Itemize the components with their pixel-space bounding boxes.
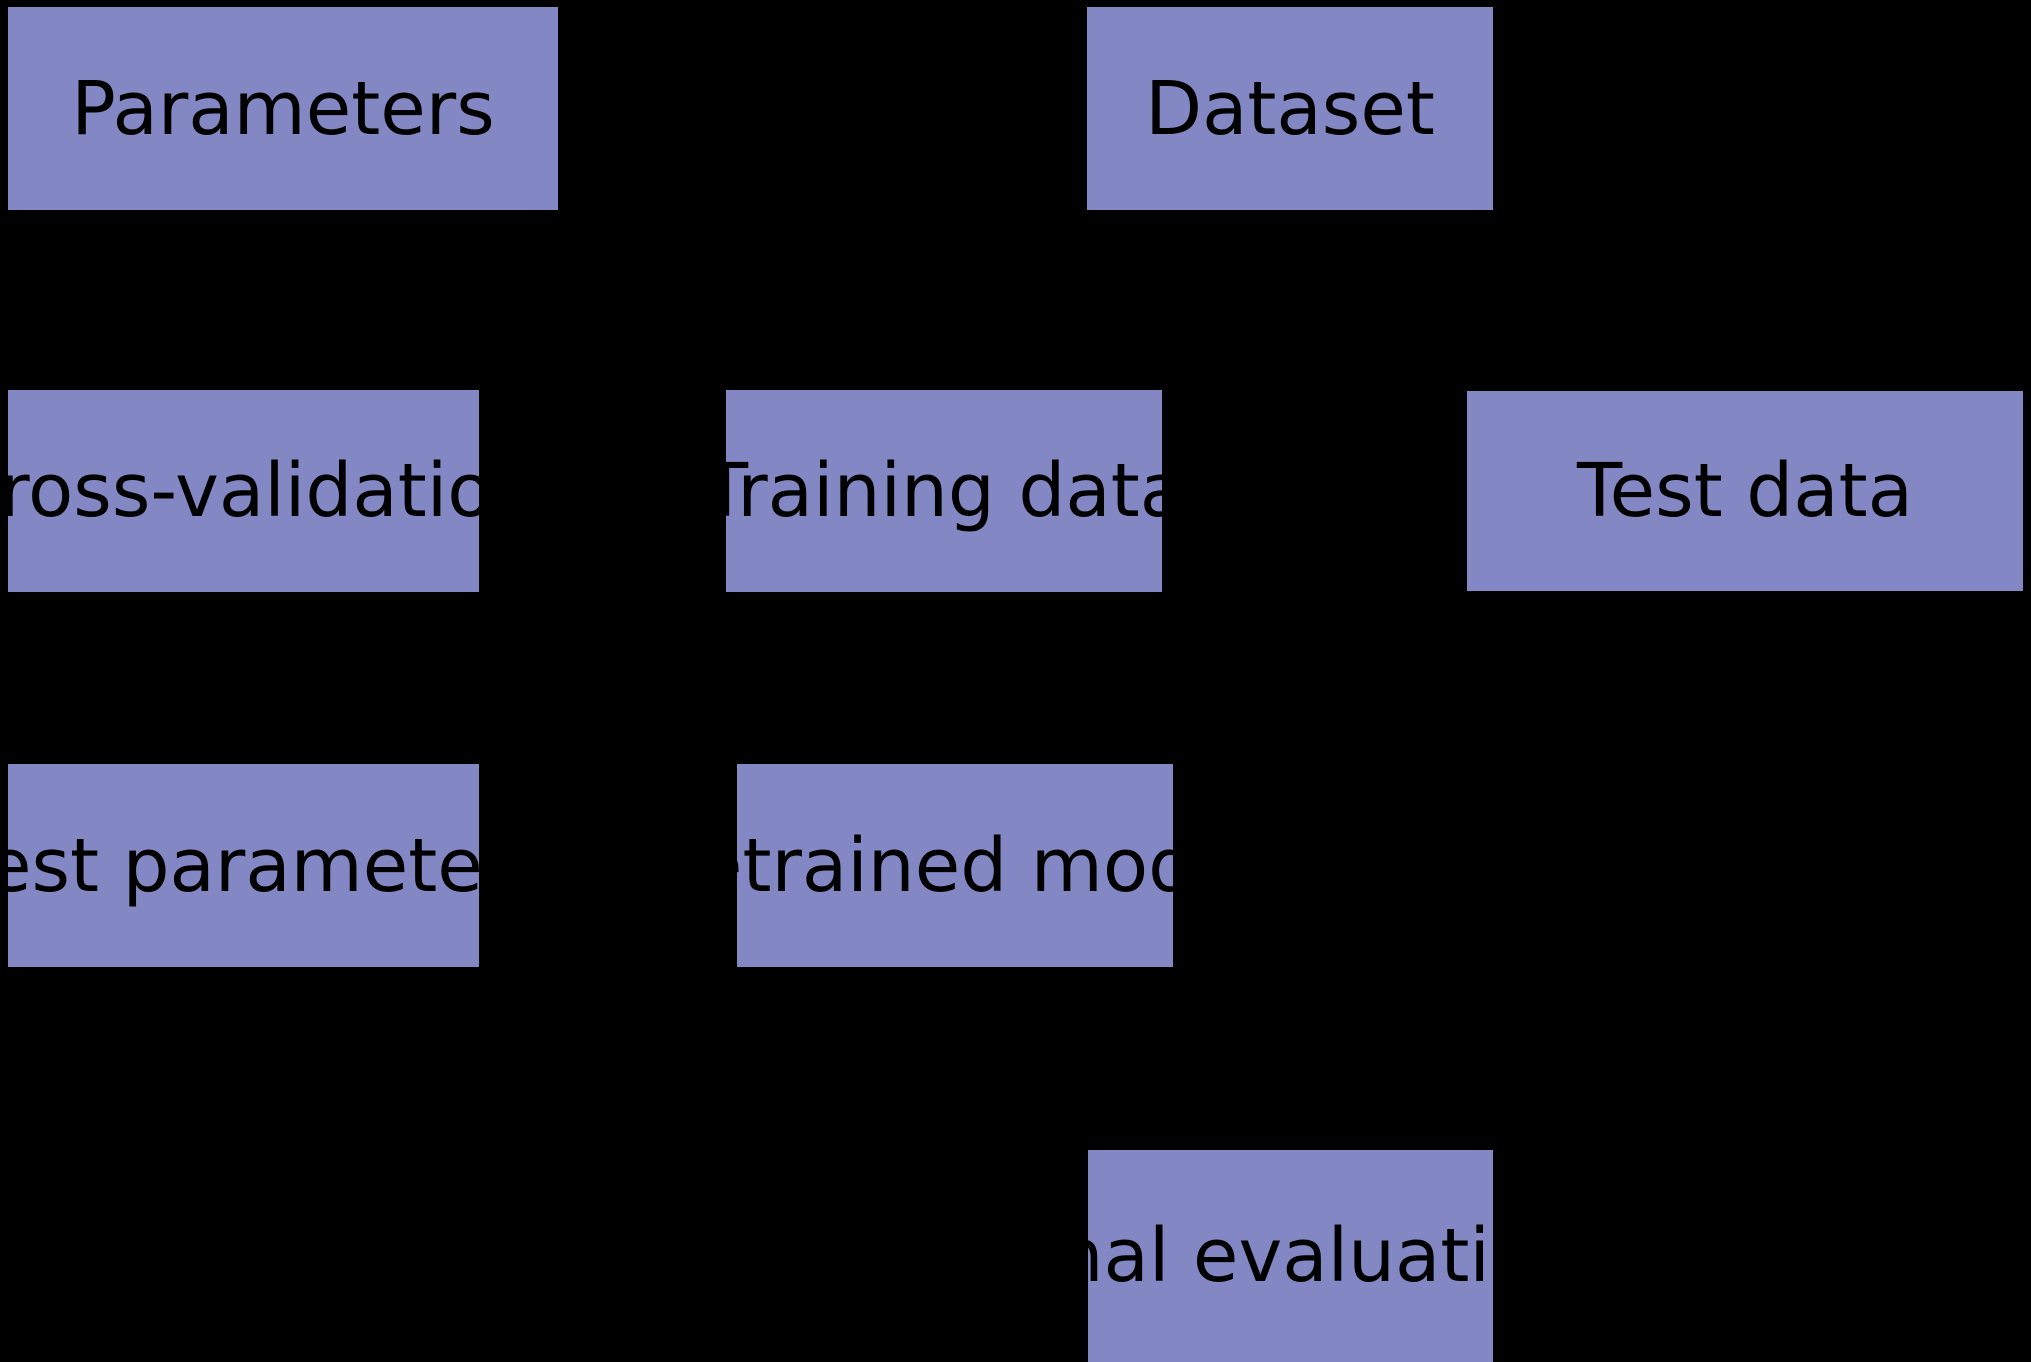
node-parameters-label: Parameters bbox=[71, 65, 495, 152]
node-test-data-label: Test data bbox=[1577, 448, 1913, 534]
node-test-data[interactable]: Test data bbox=[1467, 391, 2023, 591]
node-training-data[interactable]: Training data bbox=[703, 390, 1185, 592]
node-final-evaluation-label: Final evaluation bbox=[998, 1213, 1583, 1299]
node-final-evaluation[interactable]: Final evaluation bbox=[999, 1150, 1582, 1362]
node-cross-validation[interactable]: Cross-validation bbox=[0, 390, 539, 592]
node-retrained-model-label: Retrained model bbox=[648, 822, 1262, 909]
node-dataset-label: Dataset bbox=[1145, 65, 1435, 152]
node-dataset[interactable]: Dataset bbox=[1087, 7, 1493, 210]
node-parameters[interactable]: Parameters bbox=[8, 7, 558, 210]
node-training-data-label: Training data bbox=[702, 448, 1186, 534]
node-cross-validation-label: Cross-validation bbox=[0, 448, 540, 534]
node-best-parameters-label: Best parameters bbox=[0, 822, 552, 909]
node-retrained-model[interactable]: Retrained model bbox=[649, 764, 1261, 967]
node-best-parameters[interactable]: Best parameters bbox=[0, 764, 552, 967]
